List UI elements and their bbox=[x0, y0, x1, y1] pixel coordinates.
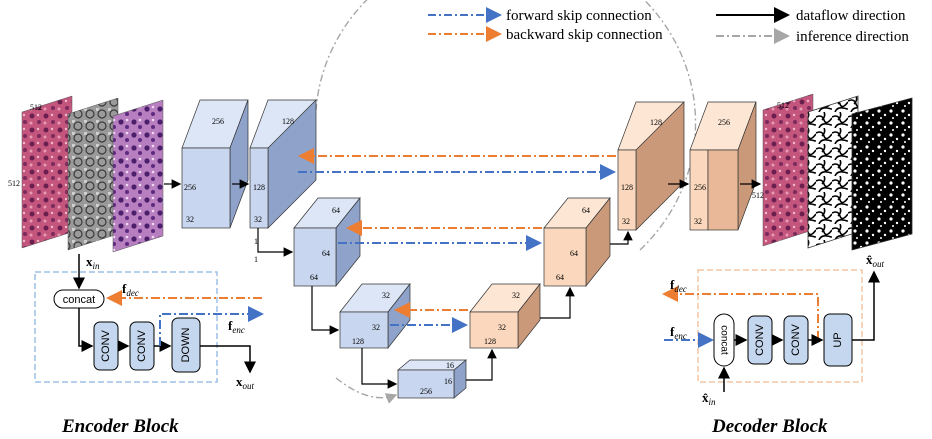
cube-label: 32 bbox=[694, 217, 702, 226]
output-mask-membrane bbox=[807, 95, 859, 249]
input-image-stain bbox=[112, 99, 164, 253]
encoder-cube-5: 16 16 256 bbox=[397, 359, 467, 399]
input-images: 512 512 bbox=[8, 95, 164, 253]
decoder-conv-2-label: CONV bbox=[790, 323, 802, 355]
cube-label: 32 bbox=[498, 323, 506, 332]
cube-label: 32 bbox=[254, 215, 262, 224]
encoder-down-label: DOWN bbox=[180, 328, 192, 363]
inference-loop-lower bbox=[335, 377, 398, 404]
input-dim-top: 512 bbox=[30, 103, 42, 112]
cube-label: 128 bbox=[621, 183, 633, 192]
decoder-f-dec: fdec bbox=[670, 277, 687, 294]
output-image-he bbox=[762, 93, 814, 247]
backward-legend-label: backward skip connection bbox=[506, 27, 663, 43]
encoder-cube-2: 128 128 32 bbox=[249, 99, 317, 229]
input-image-he bbox=[21, 95, 73, 249]
cube-label: 128 bbox=[484, 337, 496, 346]
decoder-block-frame bbox=[697, 269, 863, 383]
small-label: 1 bbox=[254, 237, 258, 246]
encoder-block-frame bbox=[34, 271, 218, 383]
decoder-cube-2: 256 256 32 bbox=[689, 101, 757, 231]
forward-legend-label: forward skip connection bbox=[506, 8, 652, 24]
decoder-x-out: x̂out bbox=[866, 252, 885, 269]
cube-label: 16 bbox=[444, 377, 452, 386]
cube-label: 64 bbox=[570, 249, 578, 258]
encoder-cube-4: 32 32 128 bbox=[339, 282, 411, 350]
decoder-block-title: Decoder Block bbox=[711, 416, 828, 437]
cube-label: 256 bbox=[212, 117, 224, 126]
decoder-fdec-arrow bbox=[662, 286, 819, 340]
cube-label: 32 bbox=[382, 291, 390, 300]
encoder-x-in: xin bbox=[86, 254, 100, 271]
cube-label: 256 bbox=[718, 118, 730, 127]
decoder-cube-1: 128 128 32 bbox=[617, 101, 685, 231]
cube-label: 64 bbox=[582, 206, 590, 215]
dataflow-arrows: 1 1 bbox=[164, 179, 762, 389]
decoder-concat-label: concat bbox=[718, 325, 729, 355]
cube-label: 128 bbox=[253, 183, 265, 192]
decoder-x-in: x̂in bbox=[702, 390, 716, 407]
encoder-cube-1: 256 256 32 bbox=[181, 99, 249, 229]
cube-label: 256 bbox=[694, 183, 706, 192]
cube-label: 64 bbox=[332, 206, 340, 215]
output-mask-nuclei bbox=[851, 97, 913, 251]
encoder-block: xin concat fdec CONV CONV DOWN fenc xout… bbox=[34, 254, 264, 437]
cube-label: 32 bbox=[622, 217, 630, 226]
encoder-f-dec: fdec bbox=[122, 281, 139, 298]
legend: forward skip connection backward skip co… bbox=[428, 7, 909, 45]
cube-label: 256 bbox=[420, 387, 432, 396]
dataflow-legend-label: dataflow direction bbox=[796, 8, 906, 24]
encoder-conv-2-label: CONV bbox=[136, 329, 148, 361]
decoder-conv-1-label: CONV bbox=[754, 323, 766, 355]
cube-label: 16 bbox=[446, 361, 454, 370]
cube-label: 32 bbox=[186, 215, 194, 224]
output-images: 512 512 bbox=[752, 93, 913, 251]
cube-label: 64 bbox=[556, 273, 564, 282]
cube-label: 64 bbox=[322, 249, 330, 258]
cube-label: 32 bbox=[512, 291, 520, 300]
cube-label: 128 bbox=[352, 337, 364, 346]
input-image-em bbox=[67, 97, 119, 251]
cube-label: 128 bbox=[650, 118, 662, 127]
decoder-cube-4: 32 32 128 bbox=[469, 282, 541, 350]
encoder-down-block bbox=[171, 317, 201, 373]
small-label: 1 bbox=[254, 255, 258, 264]
decoder-up-block bbox=[823, 313, 853, 367]
cube-label: 128 bbox=[282, 117, 294, 126]
output-dim-top: 512 bbox=[777, 101, 789, 110]
skip-connections bbox=[298, 148, 616, 333]
cube-label: 256 bbox=[184, 183, 196, 192]
encoder-f-enc: fenc bbox=[228, 318, 245, 335]
output-dim-side: 512 bbox=[752, 191, 764, 200]
decoder-f-enc: fenc bbox=[670, 324, 687, 341]
inference-legend-label: inference direction bbox=[796, 29, 909, 45]
encoder-conv-1-label: CONV bbox=[100, 329, 112, 361]
cube-label: 32 bbox=[372, 323, 380, 332]
cube-label: 64 bbox=[310, 273, 318, 282]
encoder-block-title: Encoder Block bbox=[61, 416, 179, 437]
input-dim-side: 512 bbox=[8, 179, 20, 188]
encoder-concat-label: concat bbox=[63, 294, 95, 306]
decoder-cube-3: 64 64 64 bbox=[543, 197, 611, 287]
encoder-x-out: xout bbox=[236, 374, 255, 391]
decoder-up-label: UP bbox=[832, 332, 844, 347]
decoder-block: x̂out fdec fenc concat x̂in CONV CONV UP… bbox=[662, 252, 885, 437]
